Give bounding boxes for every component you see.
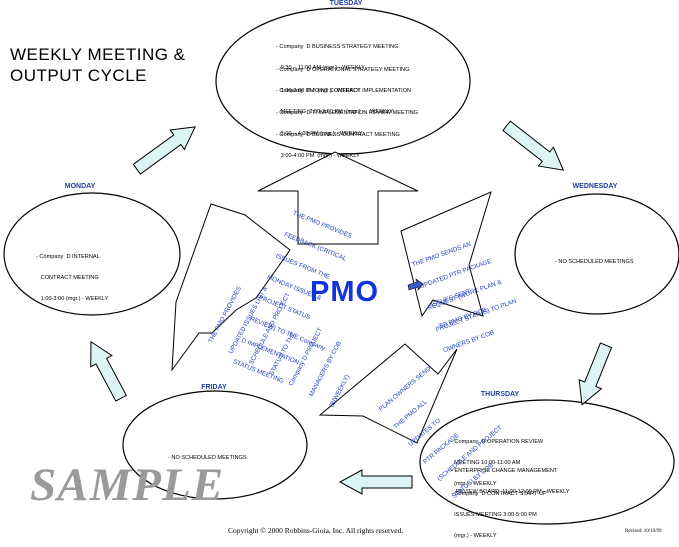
sample-watermark: SAMPLE (30, 459, 225, 511)
tuesday-meeting-2-line-1: - Company D OPERATIONAL STRATEGY MEETING (276, 67, 410, 73)
tuesday-meeting-2-line-2: 1:00-2:00 PM (mgr.) - WEEKLY (276, 88, 360, 94)
title-line-1: WEEKLY MEETING & (10, 45, 186, 64)
tuesday-meeting-5-line-2: 3:00-4:00 PM (mgr.) - WEEKLY (276, 153, 360, 159)
arrow-friday-to-monday (90, 340, 127, 402)
note-bottom-line-3: UPDATES TO (407, 417, 442, 448)
thursday-meeting-1-line-2: MEETING 10:00-11:00 AM (451, 460, 521, 466)
friday-meeting-1-line-1: - NO SCHEDULED MEETINGS (168, 455, 247, 461)
tuesday-meeting-3-line-2: MEETING 2:00-3:00 PM (mgr.) - WEEKLY (276, 109, 394, 115)
thursday-meeting-3-line-3: (mgr.) - WEEKLY (451, 533, 497, 539)
monday-meeting-1-line-3: 1:00-3:00 (mgr.) - WEEKLY (36, 296, 109, 302)
monday-meeting-1: - Company D INTERNAL CONTRACT MEETING 1:… (36, 240, 108, 310)
tuesday-meeting-list: - Company D BUSINESS STRATEGY MEETING 9:… (276, 30, 399, 79)
pmo-center-label: PMO (310, 276, 380, 308)
monday-meeting-1-line-2: CONTRACT MEETING (36, 275, 99, 281)
friday-ellipse (122, 390, 308, 500)
thursday-ellipse (419, 399, 675, 525)
note-bottom-line-2: THE PMO ALL (392, 398, 429, 431)
day-label-monday: MONDAY (64, 183, 96, 190)
monday-ellipse (3, 192, 181, 316)
thursday-meeting-2-line-1: - ENTERPRISE CHANGE MANAGEMENT (451, 468, 558, 474)
title-line-2: OUTPUT CYCLE (10, 66, 147, 85)
tuesday-meeting-4-line-1: - Company D TI IMPLEMENTATION REVIEW MEE… (276, 110, 419, 116)
tuesday-meeting-2: - Company D OPERATIONAL STRATEGY MEETING… (276, 53, 409, 102)
arrow-thursday-to-friday (338, 469, 413, 495)
copyright-text: Copyright © 2000 Robbins-Gioia, Inc. All… (228, 526, 404, 535)
pmo-arrow-left (171, 203, 291, 372)
note-bottom-line-4: PTR PACKAGE (421, 431, 461, 466)
note-right-issues-line-1: ISSUES SENT (430, 288, 472, 309)
wednesday-ellipse (514, 193, 679, 315)
wednesday-meeting-1: - NO SCHEDULED MEETINGS (555, 245, 634, 273)
day-label-friday: FRIDAY (201, 384, 227, 391)
arrow-wednesday-to-thursday (578, 342, 613, 406)
thursday-meeting-1-line-1: - Company D OPERATION REVIEW (451, 439, 544, 445)
thursday-meeting-1-line-3: (mgr.) - WEEKLY (451, 481, 497, 487)
thursday-meeting-3-line-1: - Company D CONTRACT START-UP (451, 491, 547, 497)
tuesday-meeting-4-line-2: 2:00 – 4:00 PM (mgr.) - WEEKLY (276, 131, 363, 137)
thursday-meeting-3-line-2: ISSUES MEETING 3:00-5:00 PM (451, 512, 537, 518)
tuesday-ellipse (215, 7, 471, 155)
tuesday-meeting-5-line-1: - Company D BUSINESS CONTRACT MEETING (276, 132, 400, 138)
friday-meeting-1: - NO SCHEDULED MEETINGS (168, 441, 247, 469)
pmo-arrow-top (257, 151, 419, 245)
arrow-tuesday-to-wednesday (502, 120, 565, 171)
tuesday-meeting-1-line-2: 9:30 – 11:00 AM (mgr.) - WEEKLY (276, 65, 366, 71)
tuesday-meeting-3-line-1: - Company D JOINT CONTRACT IMPLEMENTATIO… (276, 88, 412, 94)
pmo-arrow-right (400, 191, 492, 318)
thursday-meeting-2: - ENTERPRISE CHANGE MANAGEMENT REVIEW BO… (451, 454, 570, 503)
cycle-diagram (3, 7, 679, 525)
day-label-wednesday: WEDNESDAY (572, 183, 618, 190)
note-bottom-line-5: (SCHEDULE AND PROJECT (436, 424, 504, 483)
arrow-monday-to-tuesday (132, 126, 196, 175)
day-label-thursday: THURSDAY (480, 391, 520, 398)
tuesday-meeting-1-line-1: - Company D BUSINESS STRATEGY MEETING (276, 44, 399, 50)
issues-arrow-icon (407, 278, 424, 291)
page-title: WEEKLY MEETING & OUTPUT CYCLE (10, 44, 186, 86)
thursday-meeting-2-line-2: REVIEW BOARD 11:00-12:00 PM - WEEKLY (451, 489, 570, 495)
tuesday-meeting-3: - Company D JOINT CONTRACT IMPLEMENTATIO… (276, 74, 411, 123)
tuesday-meeting-5: - Company D BUSINESS CONTRACT MEETING 3:… (276, 118, 400, 167)
tuesday-meeting-4: - Company D TI IMPLEMENTATION REVIEW MEE… (276, 96, 418, 145)
wednesday-meeting-1-line-1: - NO SCHEDULED MEETINGS (555, 259, 634, 265)
monday-meeting-1-line-1: - Company D INTERNAL (36, 254, 100, 260)
thursday-meeting-1: - Company D OPERATION REVIEW MEETING 10:… (451, 425, 543, 495)
pmo-arrow-bottom (318, 343, 458, 444)
day-label-tuesday: TUESDAY (329, 0, 363, 7)
revised-date: Revised: 10/10/99 (625, 529, 662, 534)
